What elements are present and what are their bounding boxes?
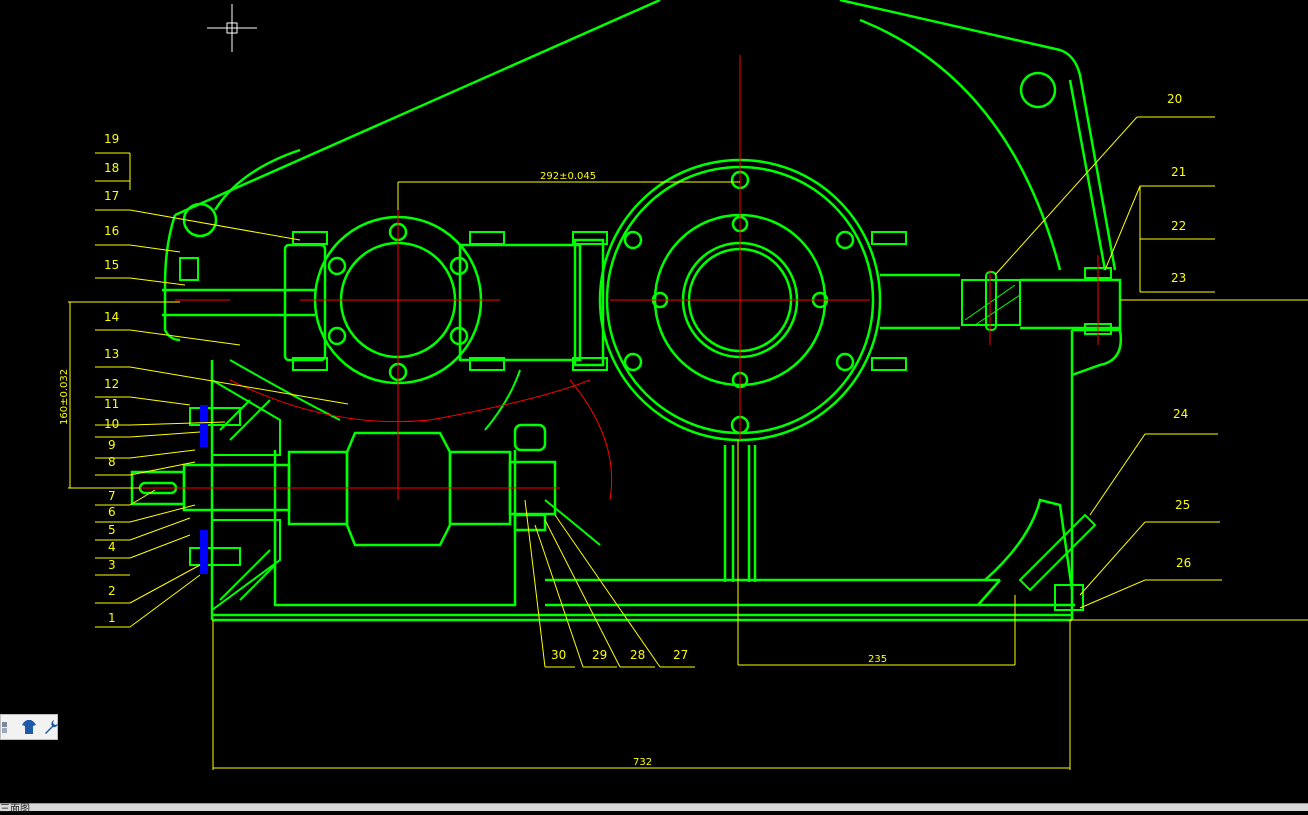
part-label-3: 3 bbox=[108, 558, 116, 572]
part-label-27: 27 bbox=[673, 648, 688, 662]
dimension-lines bbox=[68, 181, 1308, 770]
highlighted-bolts bbox=[200, 405, 208, 574]
part-label-1: 1 bbox=[108, 611, 116, 625]
dim-foot-spacing: 235 bbox=[868, 654, 887, 665]
part-label-28: 28 bbox=[630, 648, 645, 662]
housing-cover-outline bbox=[162, 0, 1123, 622]
leader-lines-right bbox=[994, 116, 1222, 609]
part-label-19: 19 bbox=[104, 132, 119, 146]
part-label-14: 14 bbox=[104, 310, 119, 324]
bearing-cap-left bbox=[189, 379, 281, 611]
part-label-8: 8 bbox=[108, 455, 116, 469]
part-label-11: 11 bbox=[104, 397, 119, 411]
part-label-10: 10 bbox=[104, 417, 119, 431]
input-shaft bbox=[130, 423, 557, 547]
part-label-7: 7 bbox=[108, 489, 116, 503]
part-label-23: 23 bbox=[1171, 271, 1186, 285]
part-label-12: 12 bbox=[104, 377, 119, 391]
part-label-2: 2 bbox=[108, 584, 116, 598]
part-label-21: 21 bbox=[1171, 165, 1186, 179]
flange-bolts bbox=[179, 231, 1112, 371]
part-labels: 19 18 17 16 15 14 13 12 11 10 9 8 7 6 5 … bbox=[104, 92, 1191, 662]
part-label-25: 25 bbox=[1175, 498, 1190, 512]
crosshair-cursor-icon bbox=[207, 4, 257, 52]
leader-lines-bottom bbox=[524, 499, 695, 668]
part-label-9: 9 bbox=[108, 438, 116, 452]
part-label-13: 13 bbox=[104, 347, 119, 361]
status-text: 三面图 bbox=[0, 804, 30, 815]
dim-overall-length: 732 bbox=[633, 757, 652, 768]
leader-lines-left bbox=[95, 152, 349, 628]
part-label-29: 29 bbox=[592, 648, 607, 662]
part-label-30: 30 bbox=[551, 648, 566, 662]
floating-toolbar bbox=[0, 714, 58, 740]
layers-icon[interactable] bbox=[1, 719, 15, 735]
part-label-26: 26 bbox=[1176, 556, 1191, 570]
part-label-24: 24 bbox=[1173, 407, 1188, 421]
dim-center-distance: 292±0.045 bbox=[540, 171, 596, 182]
part-label-22: 22 bbox=[1171, 219, 1186, 233]
part-label-5: 5 bbox=[108, 523, 116, 537]
part-label-4: 4 bbox=[108, 540, 116, 554]
part-label-16: 16 bbox=[104, 224, 119, 238]
dim-center-height: 160±0.032 bbox=[59, 369, 70, 425]
shirt-icon[interactable] bbox=[21, 719, 37, 735]
centerlines bbox=[120, 55, 1099, 501]
part-label-17: 17 bbox=[104, 189, 119, 203]
part-label-6: 6 bbox=[108, 505, 116, 519]
pin-20 bbox=[961, 271, 1021, 331]
part-label-15: 15 bbox=[104, 258, 119, 272]
part-label-18: 18 bbox=[104, 161, 119, 175]
oil-dipstick bbox=[1018, 513, 1097, 611]
wrench-icon[interactable] bbox=[43, 719, 59, 735]
part-label-20: 20 bbox=[1167, 92, 1182, 106]
